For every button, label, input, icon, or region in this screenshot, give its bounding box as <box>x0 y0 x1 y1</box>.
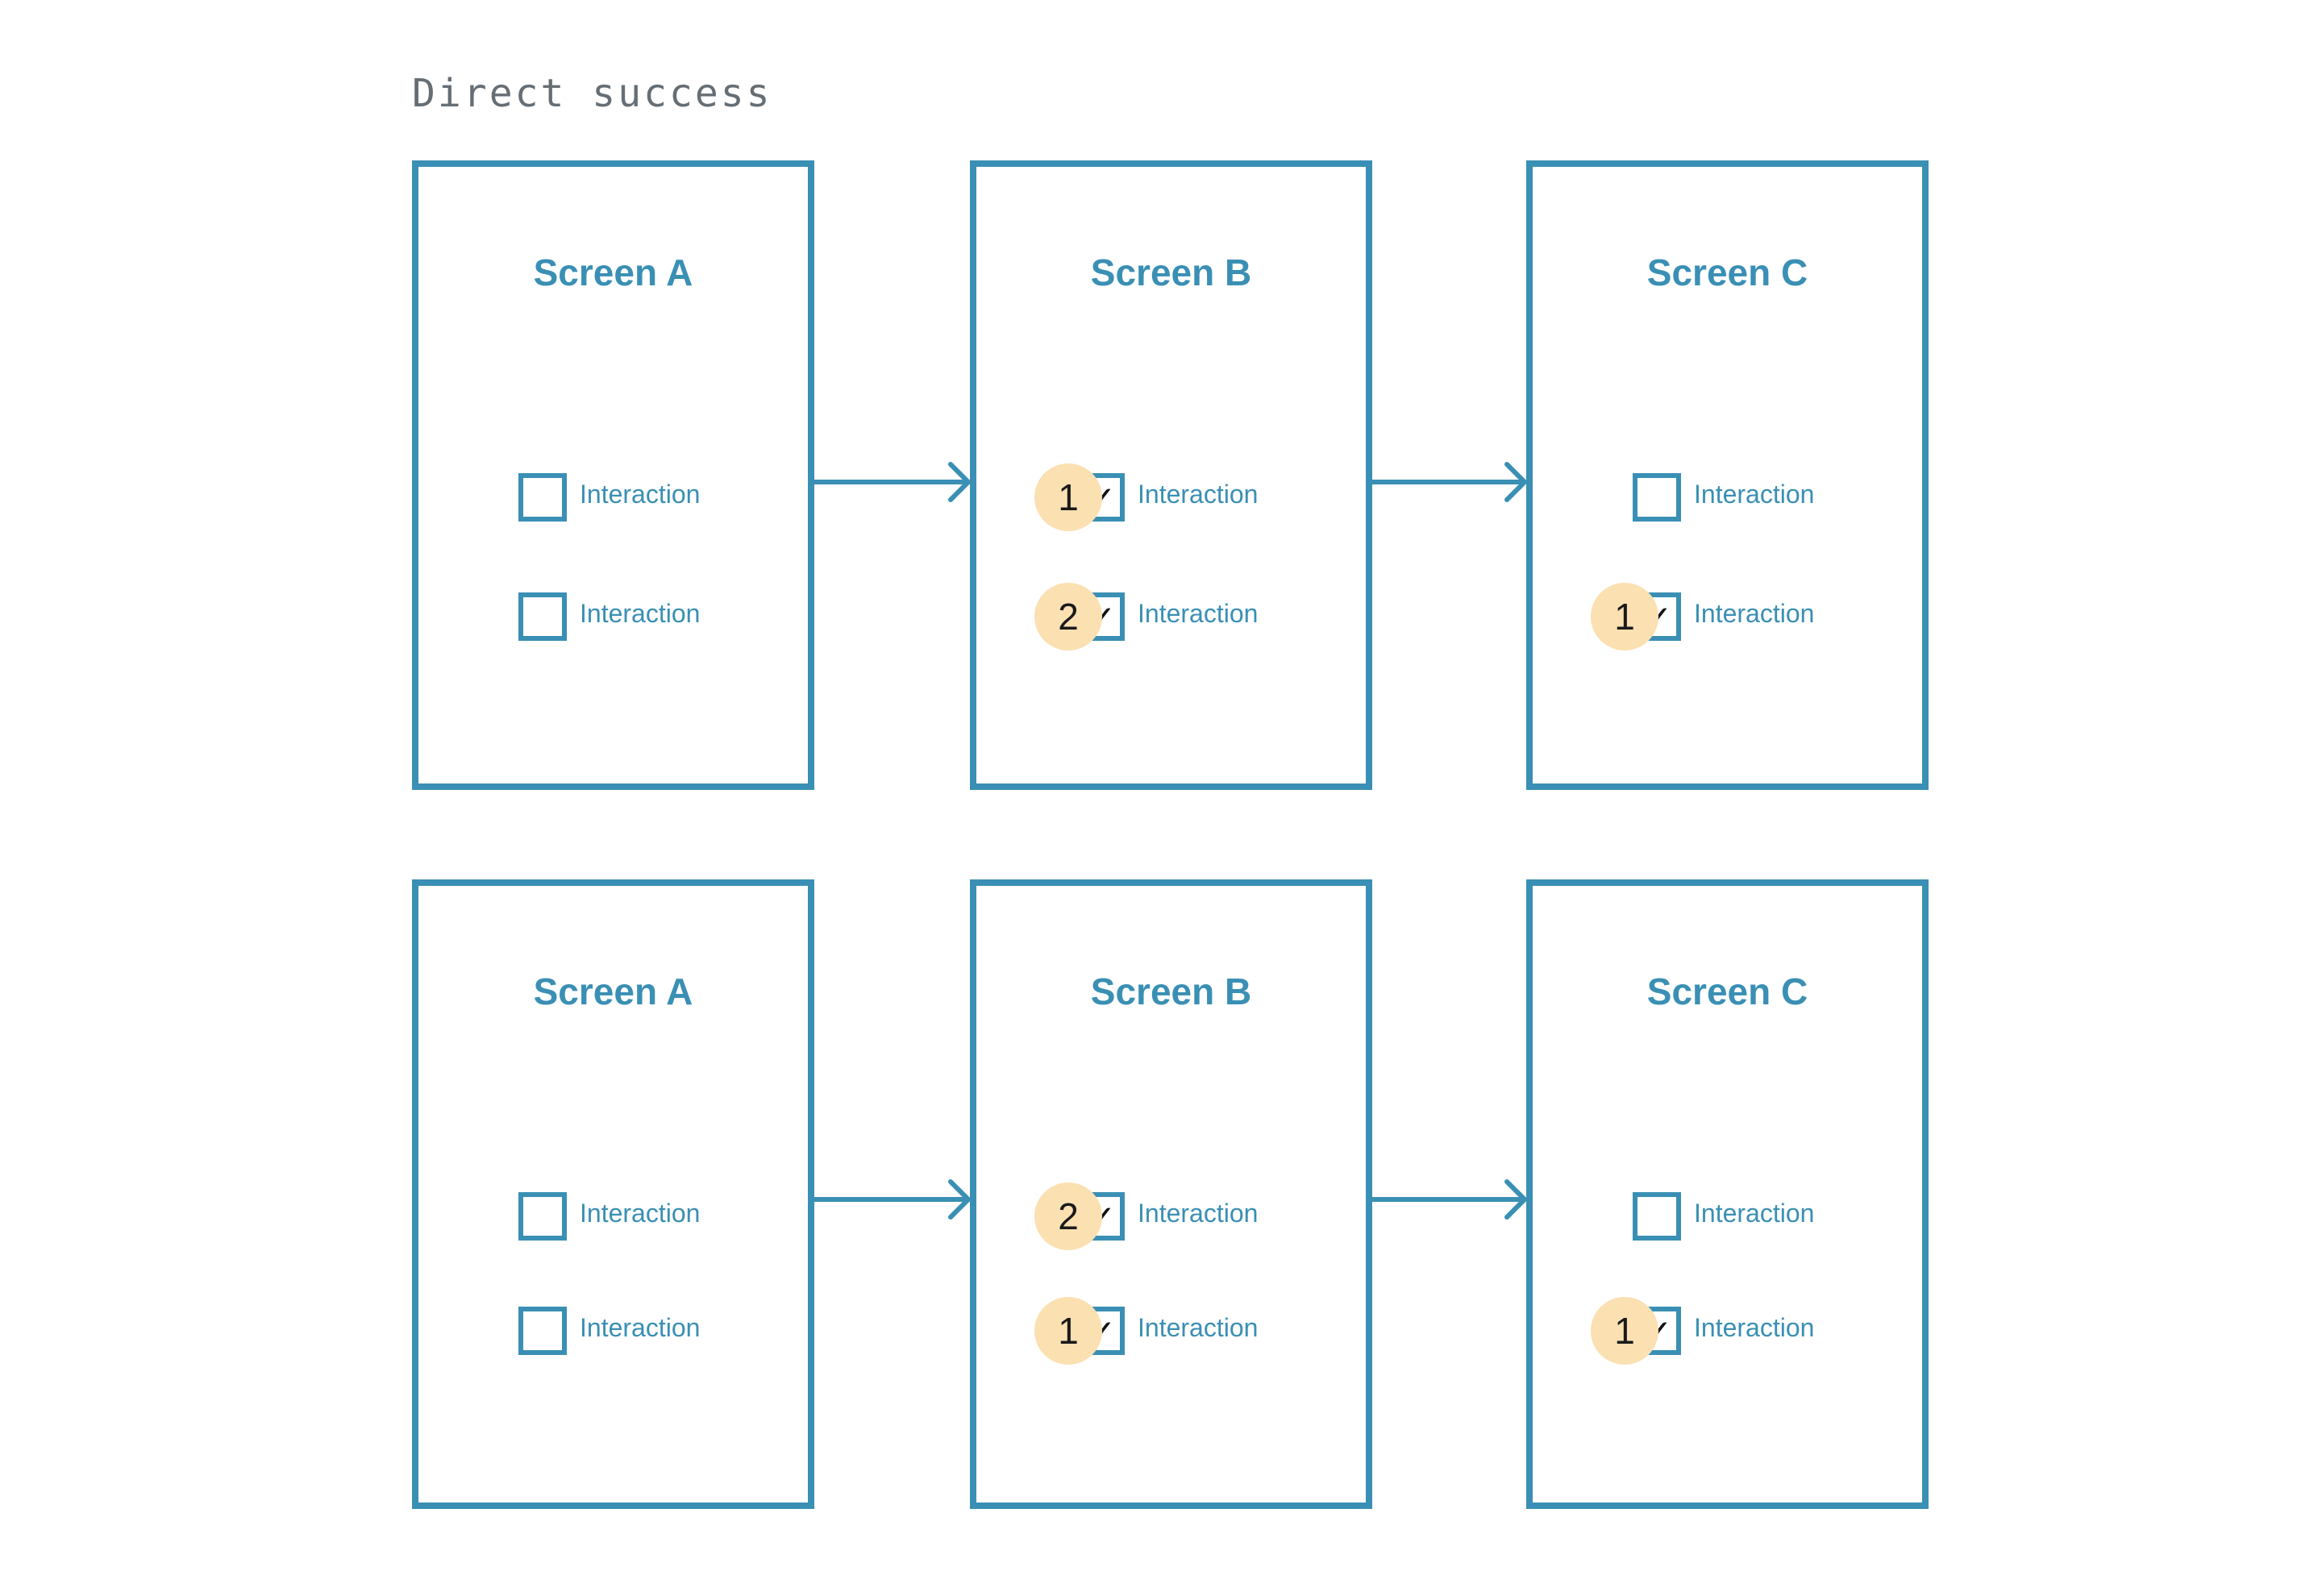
diagram-title: Direct success <box>412 71 772 116</box>
order-badge: 1 <box>1591 583 1658 650</box>
checkbox-unchecked[interactable] <box>518 1307 567 1355</box>
interaction-label: Interaction <box>1694 599 1815 628</box>
order-badge: 1 <box>1591 1297 1658 1365</box>
screen-card: Screen B <box>970 160 1372 790</box>
interaction-label: Interaction <box>580 1199 701 1228</box>
checkbox-unchecked[interactable] <box>518 1192 567 1241</box>
screen-title: Screen B <box>1090 970 1252 1012</box>
interaction-label: Interaction <box>1694 1199 1815 1228</box>
screen-card: Screen B <box>970 879 1372 1509</box>
interaction-label: Interaction <box>580 1313 701 1342</box>
interaction-label: Interaction <box>580 480 701 509</box>
flow-arrow <box>814 462 972 502</box>
interaction-label: Interaction <box>580 599 701 628</box>
interaction-label: Interaction <box>1138 1313 1259 1342</box>
screen-card: Screen A <box>412 160 814 790</box>
checkbox-unchecked[interactable] <box>518 473 567 522</box>
screen-title: Screen A <box>533 251 693 293</box>
screen-card: Screen C <box>1526 160 1929 790</box>
screen-card: Screen C <box>1526 879 1929 1509</box>
checkbox-unchecked[interactable] <box>1633 473 1681 522</box>
order-badge: 2 <box>1034 1182 1102 1250</box>
checkbox-unchecked[interactable] <box>518 592 567 641</box>
checkbox-unchecked[interactable] <box>1633 1192 1681 1241</box>
interaction-label: Interaction <box>1694 1313 1815 1342</box>
screen-title: Screen B <box>1090 251 1252 293</box>
order-badge: 1 <box>1034 1297 1102 1365</box>
flow-arrow <box>1372 462 1529 502</box>
flow-arrow <box>814 1179 972 1220</box>
screen-title: Screen C <box>1646 251 1808 293</box>
order-badge: 1 <box>1034 463 1102 531</box>
order-badge: 2 <box>1034 583 1102 650</box>
screen-title: Screen C <box>1646 970 1808 1012</box>
interaction-label: Interaction <box>1138 480 1259 509</box>
interaction-label: Interaction <box>1138 1199 1259 1228</box>
flow-arrow <box>1372 1179 1529 1220</box>
screen-title: Screen A <box>533 970 693 1012</box>
interaction-label: Interaction <box>1138 599 1259 628</box>
interaction-label: Interaction <box>1694 480 1815 509</box>
screen-card: Screen A <box>412 879 814 1509</box>
